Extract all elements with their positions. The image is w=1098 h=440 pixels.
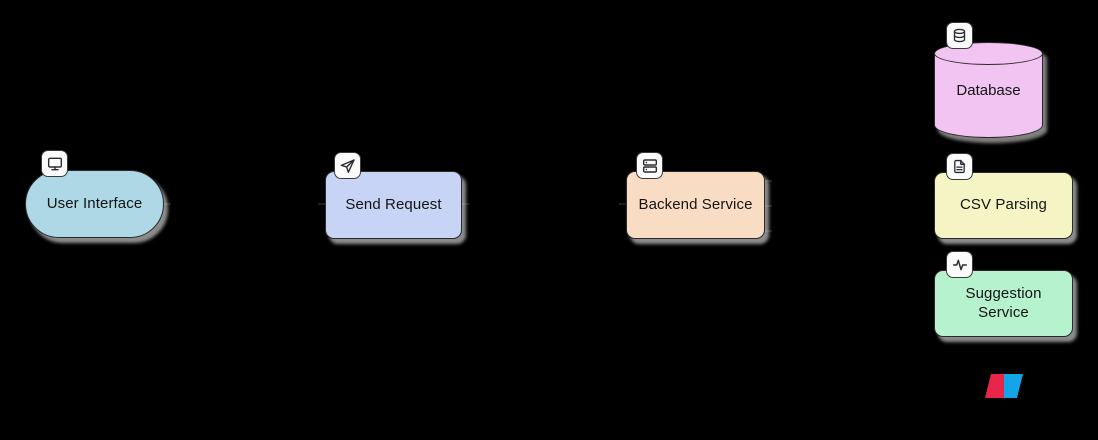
activity-icon	[946, 251, 973, 278]
monitor-icon	[41, 150, 68, 177]
brand-logo-right-shape	[1004, 374, 1023, 398]
node-label-suggestion-service: Suggestion Service	[965, 284, 1042, 321]
edge-stub-send-right	[461, 203, 469, 205]
node-user-interface[interactable]: User Interface	[25, 170, 164, 238]
database-cylinder-body	[934, 53, 1043, 138]
node-label-csv-parsing: CSV Parsing	[960, 196, 1047, 214]
edge-stub-send-left	[318, 203, 326, 205]
node-label-backend-service: Backend Service	[638, 195, 753, 213]
edge-stub-backend-left	[619, 203, 627, 205]
edge-stub-backend-right-sug	[764, 230, 772, 232]
file-text-icon	[946, 153, 973, 180]
node-backend-service[interactable]: Backend Service	[626, 171, 765, 239]
node-database[interactable]: Database	[934, 42, 1043, 138]
node-label-database: Database	[956, 81, 1021, 99]
brand-logo	[985, 374, 1023, 398]
server-icon	[636, 152, 663, 179]
node-send-request[interactable]: Send Request	[325, 171, 462, 239]
database-icon	[946, 22, 973, 49]
edge-stub-backend-right-db	[764, 180, 772, 182]
node-label-send-request: Send Request	[345, 195, 442, 213]
node-suggestion-service[interactable]: Suggestion Service	[934, 270, 1073, 337]
send-icon	[334, 152, 361, 179]
brand-logo-left-shape	[985, 374, 1004, 398]
edge-stub-ui-right	[163, 203, 171, 205]
edge-stub-backend-right-csv	[764, 205, 772, 207]
node-label-user-interface: User Interface	[46, 194, 143, 212]
node-csv-parsing[interactable]: CSV Parsing	[934, 172, 1073, 239]
